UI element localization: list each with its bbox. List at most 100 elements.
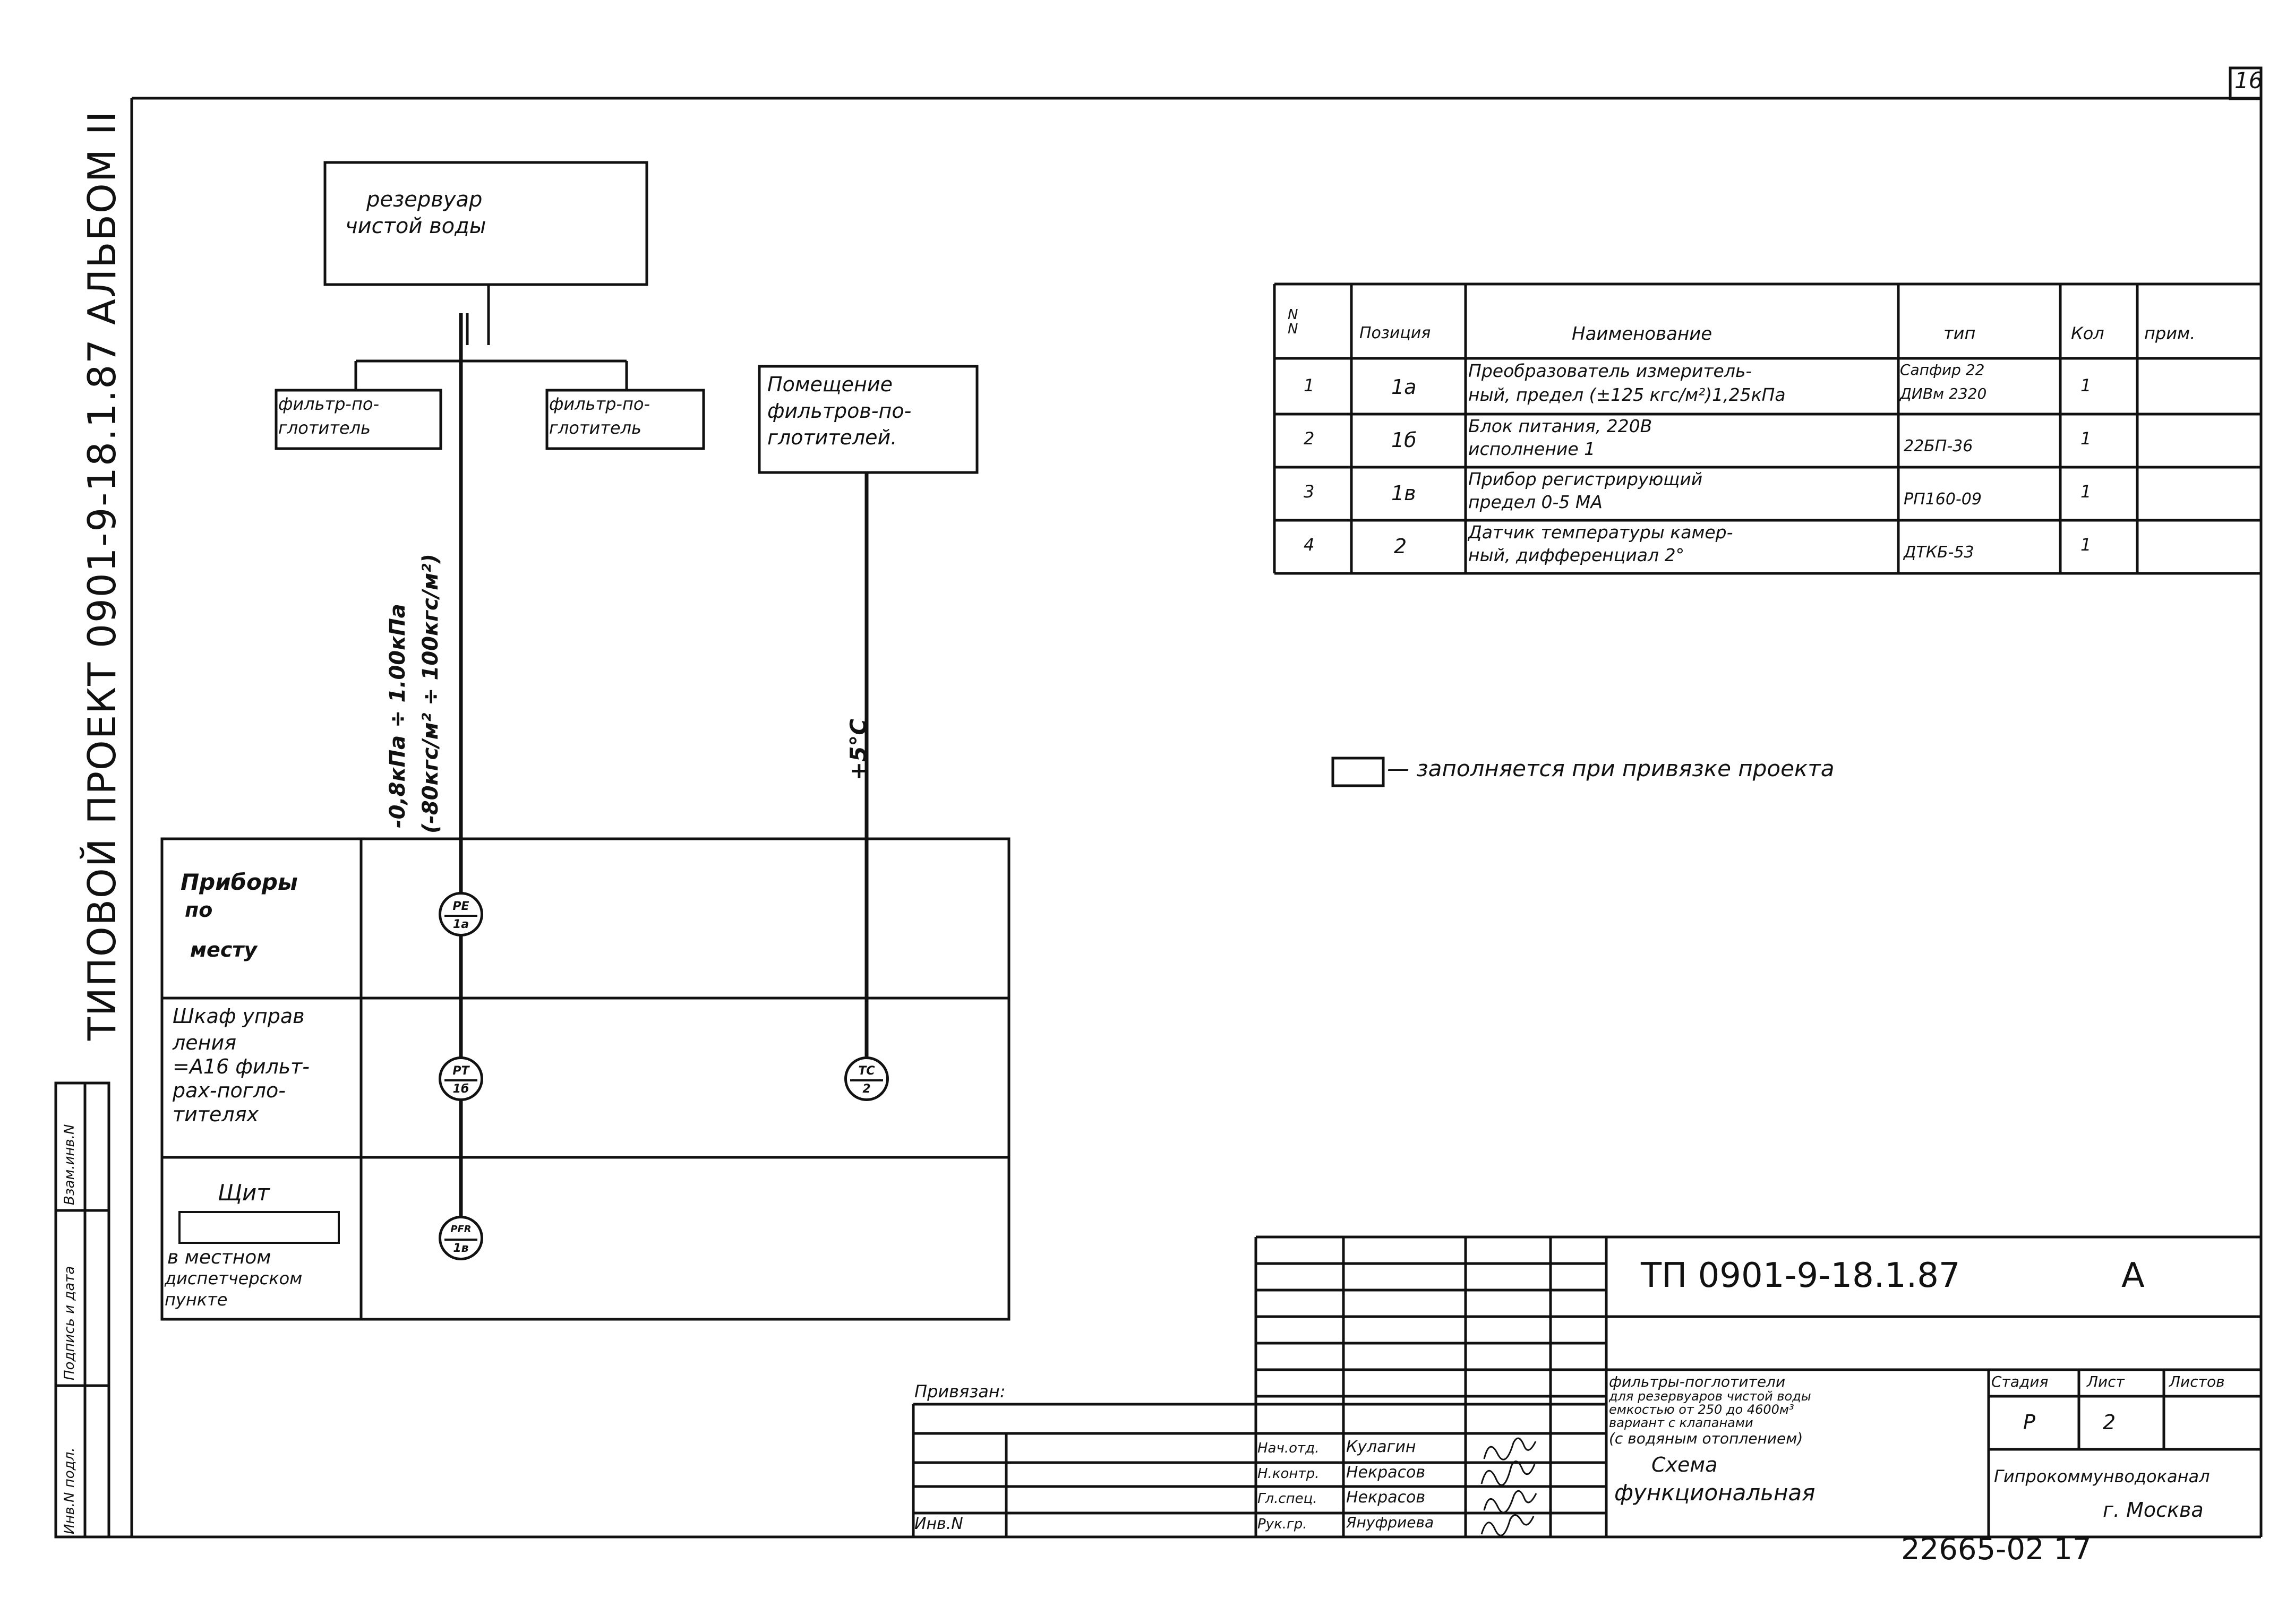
instrument-divider: [444, 1239, 477, 1241]
spec-row3-n: 3: [1304, 482, 1315, 502]
description-2: для резервуаров чистой воды: [1609, 1389, 1811, 1404]
row1-line2: по: [185, 898, 213, 922]
stadia-label: Стадия: [1991, 1373, 2049, 1390]
row3-line3: диспетчерском: [165, 1268, 303, 1288]
privyazan-label: Привязан:: [914, 1381, 1006, 1402]
instrument-pt-tag: PT: [452, 1064, 469, 1078]
side-title: ТИПОВОЙ ПРОЕКТ 0901-9-18.1.87 АЛЬБОМ II: [80, 110, 124, 1041]
row3-line2: в местном: [167, 1247, 271, 1268]
list-value: 2: [2103, 1411, 2116, 1434]
instrument-pe-pos: 1а: [452, 918, 469, 931]
spec-row3-qty: 1: [2080, 482, 2092, 502]
sign-name-4: Януфриева: [1346, 1514, 1434, 1531]
spec-header-nn: N N: [1288, 307, 1298, 338]
spec-header-pos: Позиция: [1359, 324, 1431, 342]
spec-header-qty: Кол: [2071, 323, 2104, 343]
inv-n-label: Инв.Ν: [914, 1515, 963, 1533]
description-5: (с водяным отоплением): [1609, 1430, 1803, 1447]
scheme-title-2: функциональная: [1614, 1480, 1816, 1506]
signature-scribbles: [1480, 1437, 1537, 1536]
row3-line1: Щит: [218, 1180, 270, 1206]
row2-line3: =А16 фильт-: [173, 1055, 310, 1078]
room-line2: фильтров-по-: [767, 399, 912, 423]
instrument-pe-1a: PE 1а: [439, 892, 483, 936]
filter-left-line2: глотитель: [278, 418, 371, 438]
spec-row4-type: ДТКБ-53: [1904, 543, 1974, 562]
filter-right-line2: глотитель: [549, 418, 641, 438]
description-1: фильтры-поглотители: [1609, 1373, 1786, 1390]
spec-row1-qty: 1: [2080, 375, 2092, 396]
sign-role-1: Нач.отд.: [1257, 1440, 1320, 1456]
spec-row4-name-2: ный, дифференциал 2°: [1468, 545, 1685, 565]
spec-row3-name-1: Прибор регистрирующий: [1468, 469, 1703, 489]
spec-header-note: прим.: [2144, 323, 2196, 343]
room-line1: Помещение: [767, 373, 893, 396]
instrument-tc-pos: 2: [862, 1082, 871, 1096]
sign-role-2: Н.контр.: [1257, 1466, 1320, 1482]
document-code: ТП 0901-9-18.1.87: [1641, 1256, 1960, 1295]
row2-line5: тителях: [173, 1103, 259, 1126]
row1-line1: Приборы: [181, 869, 298, 895]
sign-name-1: Кулагин: [1346, 1438, 1416, 1456]
instrument-pfr-tag: PFR: [450, 1224, 472, 1235]
spec-row1-type-2: ДИВм 2320: [1900, 385, 1987, 402]
spec-row2-name-1: Блок питания, 220В: [1468, 416, 1652, 436]
description-3: емкостью от 250 до 4600м³: [1609, 1402, 1794, 1417]
org-city: г. Москва: [2103, 1498, 2204, 1522]
reservoir-line1: резервуар: [366, 187, 483, 212]
instrument-pfr-pos: 1в: [453, 1242, 469, 1255]
description-4: вариант с клапанами: [1609, 1415, 1753, 1430]
spec-row4-name-1: Датчик температуры камер-: [1468, 522, 1733, 543]
spec-row3-type: РП160-09: [1904, 490, 1982, 509]
temperature-label: +5°C: [845, 718, 871, 780]
spec-row2-name-2: исполнение 1: [1468, 439, 1596, 459]
instrument-tc-2: TC 2: [844, 1056, 889, 1101]
spec-row1-pos: 1а: [1391, 375, 1417, 399]
spec-row2-qty: 1: [2080, 428, 2092, 449]
row3-line4: пункте: [165, 1290, 228, 1310]
row2-line1: Шкаф управ: [173, 1004, 305, 1028]
footer-code: 22665-02 17: [1901, 1532, 2092, 1567]
spec-row1-name-2: ный, предел (±125 кгс/м²)1,25кПа: [1468, 384, 1786, 405]
listov-label: Листов: [2169, 1373, 2225, 1390]
spec-row3-name-2: предел 0-5 МА: [1468, 492, 1603, 512]
filter-left-line1: фильтр-по-: [278, 394, 380, 414]
filter-right-line1: фильтр-по-: [549, 394, 650, 414]
room-line3: глотителей.: [767, 426, 897, 449]
spec-row4-pos: 2: [1394, 535, 1407, 558]
org-name: Гипрокоммунводоканал: [1994, 1466, 2210, 1486]
instrument-divider: [850, 1079, 883, 1081]
instrument-pfr-1v: PFR 1в: [439, 1216, 483, 1260]
row2-line4: рах-погло-: [173, 1079, 286, 1102]
stamp-vzam-inv: Взам.инв.Ν: [62, 1124, 78, 1205]
stadia-value: Р: [2023, 1411, 2035, 1434]
spec-row1-name-1: Преобразователь измеритель-: [1468, 360, 1752, 381]
spec-row4-qty: 1: [2080, 535, 2092, 555]
stamp-podpis-data: Подпись и дата: [62, 1266, 78, 1380]
spec-row1-n: 1: [1304, 375, 1315, 396]
list-label: Лист: [2087, 1373, 2125, 1390]
instrument-divider: [444, 1079, 477, 1081]
spec-row3-pos: 1в: [1391, 482, 1416, 505]
spec-header-type: тип: [1943, 323, 1976, 343]
instrument-tc-tag: TC: [858, 1064, 875, 1078]
spec-row2-pos: 1б: [1391, 428, 1417, 452]
sign-name-2: Некрасов: [1346, 1463, 1426, 1482]
document-letter: А: [2121, 1256, 2145, 1295]
instrument-pe-tag: PE: [452, 900, 469, 913]
instrument-divider: [444, 915, 477, 917]
sign-name-3: Некрасов: [1346, 1488, 1426, 1507]
spec-row2-n: 2: [1304, 428, 1315, 449]
row1-line3: месту: [190, 938, 258, 961]
instrument-pt-pos: 1б: [452, 1082, 469, 1096]
row2-line2: ления: [173, 1031, 237, 1054]
spec-row1-type-1: Сапфир 22: [1900, 361, 1985, 379]
sheet-number: 16: [2234, 67, 2263, 93]
legend-text: — заполняется при привязке проекта: [1387, 755, 1835, 781]
sign-role-3: Гл.спец.: [1257, 1491, 1317, 1507]
spec-row2-type: 22БП-36: [1904, 437, 1973, 456]
sign-role-4: Рук.гр.: [1257, 1516, 1307, 1532]
instrument-pt-1b: PT 1б: [439, 1056, 483, 1101]
reservoir-line2: чистой воды: [345, 214, 486, 238]
